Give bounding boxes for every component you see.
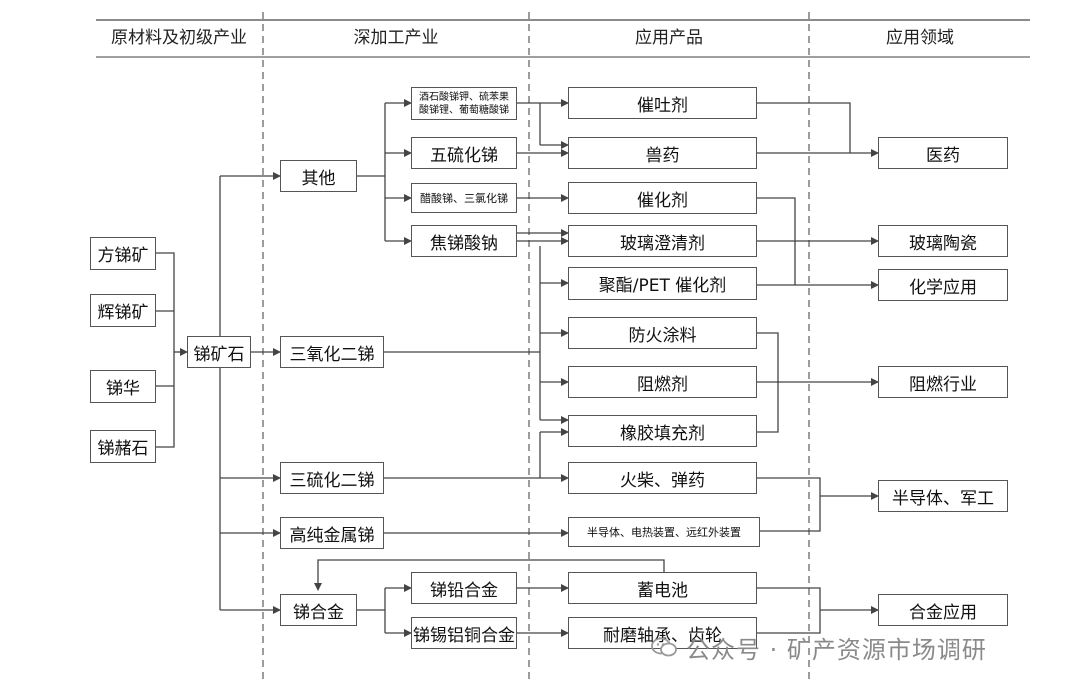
node-boliqingji: 玻璃澄清剂	[568, 225, 757, 257]
header-deep-processing: 深加工产业	[353, 28, 439, 48]
header-products: 应用产品	[635, 28, 703, 48]
node-tihua: 锑华	[90, 370, 156, 403]
node-jiaotisuanna: 焦锑酸钠	[411, 225, 517, 257]
node-fanghuotuliao: 防火涂料	[568, 317, 757, 349]
node-qita: 其他	[280, 160, 357, 192]
node-tizheshi: 锑赭石	[90, 430, 156, 463]
node-shouyao: 兽药	[568, 137, 757, 169]
watermark: 公众号 · 矿产资源市场调研	[650, 632, 987, 664]
node-huaxue: 化学应用	[878, 269, 1008, 301]
node-hejin: 合金应用	[878, 594, 1008, 626]
node-sanyanghua: 三氧化二锑	[280, 336, 384, 368]
wechat-icon	[651, 637, 677, 657]
node-jiushisuan: 酒石酸锑钾、硫苯果酸锑锂、葡萄糖酸锑	[411, 87, 517, 120]
node-tihejin: 锑合金	[280, 594, 357, 626]
header-raw-materials: 原材料及初级产业	[111, 28, 247, 48]
node-huochai: 火柴、弹药	[568, 462, 757, 494]
node-cuituji: 催吐剂	[568, 87, 757, 119]
node-huitikuang: 辉锑矿	[90, 294, 156, 327]
node-tikuangshi: 锑矿石	[187, 336, 251, 368]
node-tixilvtong: 锑锡铝铜合金	[411, 617, 517, 649]
node-fangtikuang: 方锑矿	[90, 237, 156, 270]
node-gaochun: 高纯金属锑	[280, 517, 384, 549]
node-bandaoti-zhuangzhi: 半导体、电热装置、远红外装置	[568, 517, 760, 547]
watermark-text: 公众号 · 矿产资源市场调研	[686, 635, 987, 664]
node-xudianchi: 蓄电池	[568, 572, 757, 604]
node-zuran: 阻燃行业	[878, 366, 1008, 398]
node-bolitaoci: 玻璃陶瓷	[878, 225, 1008, 257]
node-sanliuhua: 三硫化二锑	[280, 462, 384, 494]
node-bandaoti-jungong: 半导体、军工	[878, 480, 1008, 512]
node-yiyao: 医药	[878, 137, 1008, 169]
node-zuranji: 阻燃剂	[568, 366, 757, 398]
node-cuihuaji: 催化剂	[568, 182, 757, 214]
header-fields: 应用领域	[886, 28, 954, 48]
node-juzhi: 聚酯/PET 催化剂	[568, 267, 757, 300]
node-tiqian: 锑铅合金	[411, 572, 517, 604]
node-wuliuhua: 五硫化锑	[411, 137, 517, 169]
node-xiangjiao: 橡胶填充剂	[568, 415, 757, 447]
node-cusuan: 醋酸锑、三氯化锑	[411, 183, 517, 213]
